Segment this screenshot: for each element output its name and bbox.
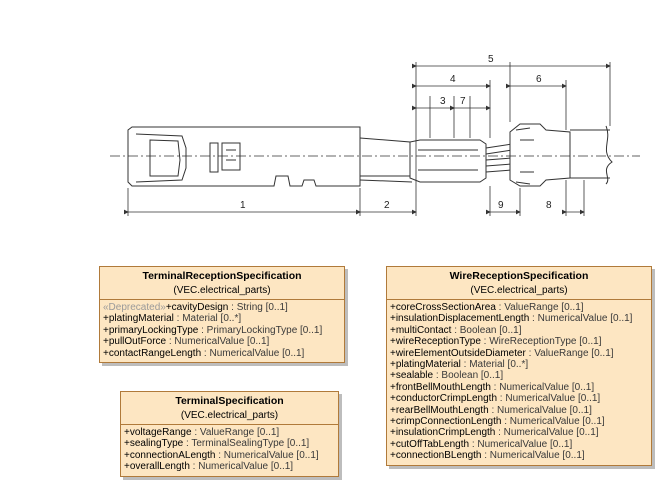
attribute-type: : NumericalValue [0..1] [497,393,601,405]
uml-class-terminal-specification[interactable]: TerminalSpecification (VEC.electrical_pa… [120,391,339,477]
attribute-type: : NumericalValue [0..1] [215,449,319,461]
attribute-row: +wireElementOutsideDiameter : ValueRange… [390,348,648,359]
attribute-row: +insulationCrimpLength : NumericalValue … [390,427,648,438]
attribute-name: +connectionBLength [390,450,482,462]
attribute-type: : TerminalSealingType [0..1] [183,438,310,450]
attribute-type: : NumericalValue [0..1] [529,313,633,325]
terminal-contact-body [127,126,361,187]
attribute-type: : String [0..1] [228,302,288,313]
attribute-name: +wireReceptionType [390,336,481,348]
uml-class-terminal-reception-specification[interactable]: TerminalReceptionSpecification (VEC.elec… [99,266,345,364]
attribute-row: +frontBellMouthLength : NumericalValue [… [390,382,648,393]
dimension-label-7: 7 [460,96,466,107]
attribute-name: +primaryLockingType [103,324,199,336]
stereotype-label: «Deprecated» [103,302,166,313]
attribute-name: +voltageRange [124,427,192,438]
attribute-type: : Boolean [0..1] [433,370,504,382]
attribute-type: : Boolean [0..1] [451,324,522,336]
attribute-row: +multiContact : Boolean [0..1] [390,325,648,336]
attribute-type: : NumericalValue [0..1] [469,438,573,450]
attribute-name: +connectionALength [124,449,216,461]
dimension-label-6: 6 [536,74,542,85]
attribute-name: +platingMaterial [103,313,174,325]
wire-insulation [570,129,610,179]
attribute-list: +voltageRange : ValueRange [0..1] +seali… [121,425,338,476]
dimension-label-1: 1 [240,200,246,211]
attribute-row: +pullOutForce : NumericalValue [0..1] [103,336,341,347]
attribute-name: +frontBellMouthLength [390,381,491,393]
attribute-row: +sealable : Boolean [0..1] [390,370,648,381]
attribute-row: +connectionALength : NumericalValue [0..… [124,450,335,461]
attribute-type: : Material [0..*] [173,313,242,325]
attribute-name: +multiContact [390,324,452,336]
attribute-list: «Deprecated»+cavityDesign : String [0..1… [100,300,344,362]
attribute-type: : ValueRange [0..1] [495,302,584,313]
class-package: (VEC.electrical_parts) [180,410,279,421]
class-package: (VEC.electrical_parts) [173,285,271,296]
dimension-label-8: 8 [546,200,552,211]
attribute-row: +crimpConnectionLength : NumericalValue … [390,416,648,427]
attribute-type: : NumericalValue [0..1] [490,381,595,393]
attribute-row: +platingMaterial : Material [0..*] [390,359,648,370]
dimension-label-5: 5 [488,54,494,65]
attribute-name: +contactRangeLength [103,347,202,359]
attribute-name: +sealingType [124,438,184,450]
terminal-insulation-crimp [509,123,571,187]
attribute-row: +wireReceptionType : WireReceptionType [… [390,336,648,347]
attribute-row: +voltageRange : ValueRange [0..1] [124,427,335,438]
attribute-type: : NumericalValue [0..1] [481,450,585,462]
attribute-row: «Deprecated»+cavityDesign : String [0..1… [103,302,341,313]
class-name: TerminalReceptionSpecification [142,270,302,282]
attribute-name: +platingMaterial [390,359,461,371]
attribute-row: +primaryLockingType : PrimaryLockingType… [103,325,341,336]
uml-class-wire-reception-specification[interactable]: WireReceptionSpecification (VEC.electric… [386,266,652,466]
attribute-name: +rearBellMouthLength [390,404,489,416]
attribute-row: +insulationDisplacementLength : Numerica… [390,313,648,324]
attribute-row: +connectionBLength : NumericalValue [0..… [390,450,648,461]
attribute-name: +coreCrossSectionArea [390,302,496,313]
attribute-name: +pullOutForce [103,336,167,348]
attribute-row: +coreCrossSectionArea : ValueRange [0..1… [390,302,648,313]
attribute-type: : NumericalValue [0..1] [189,461,294,473]
attribute-type: : NumericalValue [0..1] [201,347,305,359]
attribute-row: +sealingType : TerminalSealingType [0..1… [124,438,335,449]
attribute-name: +insulationDisplacementLength [390,313,530,325]
attribute-list: +coreCrossSectionArea : ValueRange [0..1… [387,300,651,465]
attribute-type: : ValueRange [0..1] [191,427,280,438]
attribute-name: +sealable [390,370,434,382]
attribute-type: : WireReceptionType [0..1] [480,336,602,348]
dimension-label-3: 3 [440,96,446,107]
attribute-type: : NumericalValue [0..1] [501,416,605,428]
terminal-spring-tongue [135,133,187,183]
attribute-row: +rearBellMouthLength : NumericalValue [0… [390,405,648,416]
attribute-name: +crimpConnectionLength [390,416,502,428]
dimension-label-2: 2 [384,200,390,211]
terminal-locking-window [209,142,219,173]
attribute-row: +cutOffTabLength : NumericalValue [0..1] [390,439,648,450]
attribute-type: : ValueRange [0..1] [525,347,614,359]
attribute-type: : Material [0..*] [460,359,529,371]
attribute-name: +cavityDesign [165,302,229,313]
attribute-row: +platingMaterial : Material [0..*] [103,313,341,324]
attribute-row: +conductorCrimpLength : NumericalValue [… [390,393,648,404]
terminal-drawing: 1 2 3 4 5 6 7 8 9 [110,54,640,216]
attribute-row: +overallLength : NumericalValue [0..1] [124,461,335,472]
attribute-type: : NumericalValue [0..1] [488,404,592,416]
dimension-label-4: 4 [450,74,456,85]
attribute-name: +overallLength [124,461,190,473]
attribute-type: : NumericalValue [0..1] [495,427,599,439]
class-package: (VEC.electrical_parts) [470,285,568,296]
attribute-name: +cutOffTabLength [390,438,470,450]
dimension-label-9: 9 [498,200,504,211]
class-name: WireReceptionSpecification [449,270,589,282]
terminal-conductor-crimp [409,139,487,183]
class-name: TerminalSpecification [175,395,284,407]
attribute-name: +insulationCrimpLength [390,427,496,439]
attribute-name: +wireElementOutsideDiameter [390,347,526,359]
attribute-row: +contactRangeLength : NumericalValue [0.… [103,348,341,359]
attribute-type: : NumericalValue [0..1] [166,336,270,348]
attribute-type: : PrimaryLockingType [0..1] [198,324,323,336]
attribute-name: +conductorCrimpLength [390,393,498,405]
